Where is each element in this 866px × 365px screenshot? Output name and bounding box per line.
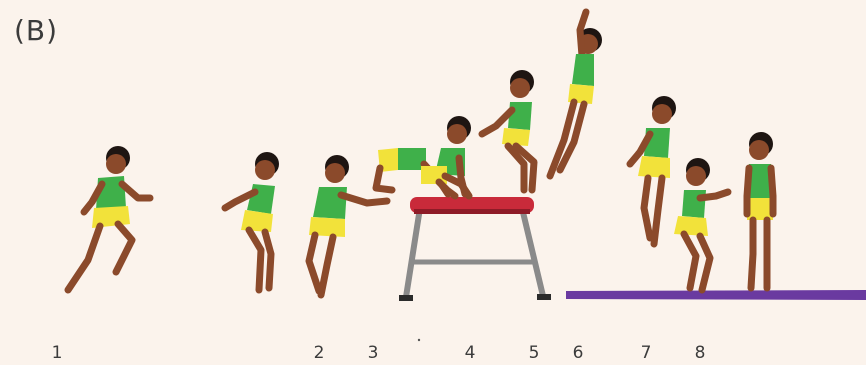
gymnast-tuck [421, 116, 471, 196]
gymnast-crouch [225, 152, 279, 290]
gymnast-land [674, 158, 728, 290]
step-number-5: 5 [529, 343, 540, 363]
stray-dot [418, 339, 420, 341]
step-number-2: 2 [314, 343, 325, 363]
step-number-1: 1 [52, 343, 63, 363]
gymnast-flight [550, 12, 602, 176]
step-number-8: 8 [695, 343, 706, 363]
gymnast-stand [747, 132, 773, 288]
gymnast-descend [630, 96, 676, 244]
step-number-6: 6 [573, 343, 584, 363]
landing-mat [566, 290, 866, 300]
gymnast-on-box [482, 70, 534, 190]
gymnast-run [68, 146, 150, 290]
step-number-3: 3 [368, 343, 379, 363]
vault-box [399, 197, 551, 301]
step-number-7: 7 [641, 343, 652, 363]
step-number-4: 4 [465, 343, 476, 363]
